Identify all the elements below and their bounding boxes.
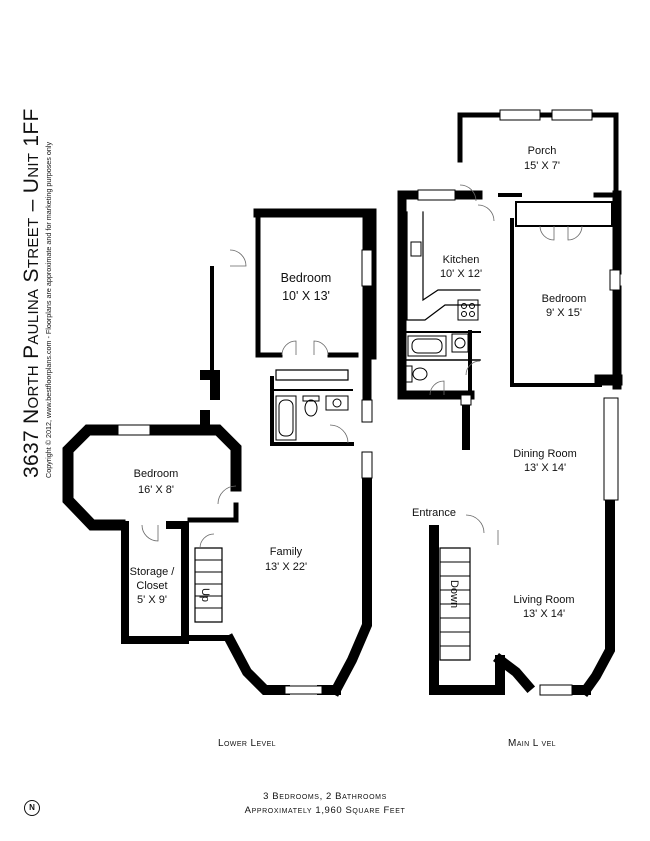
lower-level-plan	[62, 208, 377, 697]
summary-line-2: Approximately 1,960 Square Feet	[244, 805, 406, 816]
room-dims: 10' X 12'	[440, 268, 482, 280]
main-doors	[429, 184, 583, 545]
room-dims: 13' X 14'	[523, 608, 565, 620]
stair-label: Down	[448, 580, 460, 608]
compass-icon: N	[24, 800, 40, 816]
room-dims: 15' X 7'	[524, 160, 560, 172]
room-name: Bedroom	[134, 468, 179, 480]
room-dims: 10' X 13'	[282, 289, 330, 303]
main-level-label: Main L vel	[508, 738, 556, 749]
room-name-line2: Closet	[136, 580, 167, 592]
main-fixtures	[405, 241, 479, 383]
lower-room-labels: Bedroom 10' X 13' Bedroom 16' X 8' Famil…	[130, 271, 332, 606]
summary-line-1: 3 Bedrooms, 2 Bathrooms	[263, 791, 387, 802]
main-room-labels: Porch 15' X 7' Kitchen 10' X 12' Bedroom…	[412, 145, 586, 620]
main-windows	[417, 109, 621, 696]
room-name: Family	[270, 546, 303, 558]
room-dims: 9' X 15'	[546, 307, 582, 319]
lower-level-label: Lower Level	[218, 738, 276, 749]
room-name: Kitchen	[443, 254, 480, 266]
room-dims: 13' X 22'	[265, 561, 307, 573]
main-level-plan	[397, 112, 623, 697]
entrance-label: Entrance	[412, 507, 456, 519]
room-name: Living Room	[513, 594, 574, 606]
stair-label: Up	[199, 588, 211, 602]
lower-doors	[141, 249, 349, 549]
lower-windows	[117, 249, 373, 695]
lower-bath-fixtures	[275, 395, 349, 441]
room-dims: 16' X 8'	[138, 484, 174, 496]
room-dims: 13' X 14'	[524, 462, 566, 474]
room-name: Dining Room	[513, 448, 577, 460]
room-name: Storage /	[130, 566, 176, 578]
room-name: Bedroom	[542, 293, 587, 305]
room-dims: 5' X 9'	[137, 594, 167, 606]
room-name: Porch	[528, 145, 557, 157]
room-name: Bedroom	[281, 271, 332, 285]
compass-letter: N	[29, 803, 35, 812]
